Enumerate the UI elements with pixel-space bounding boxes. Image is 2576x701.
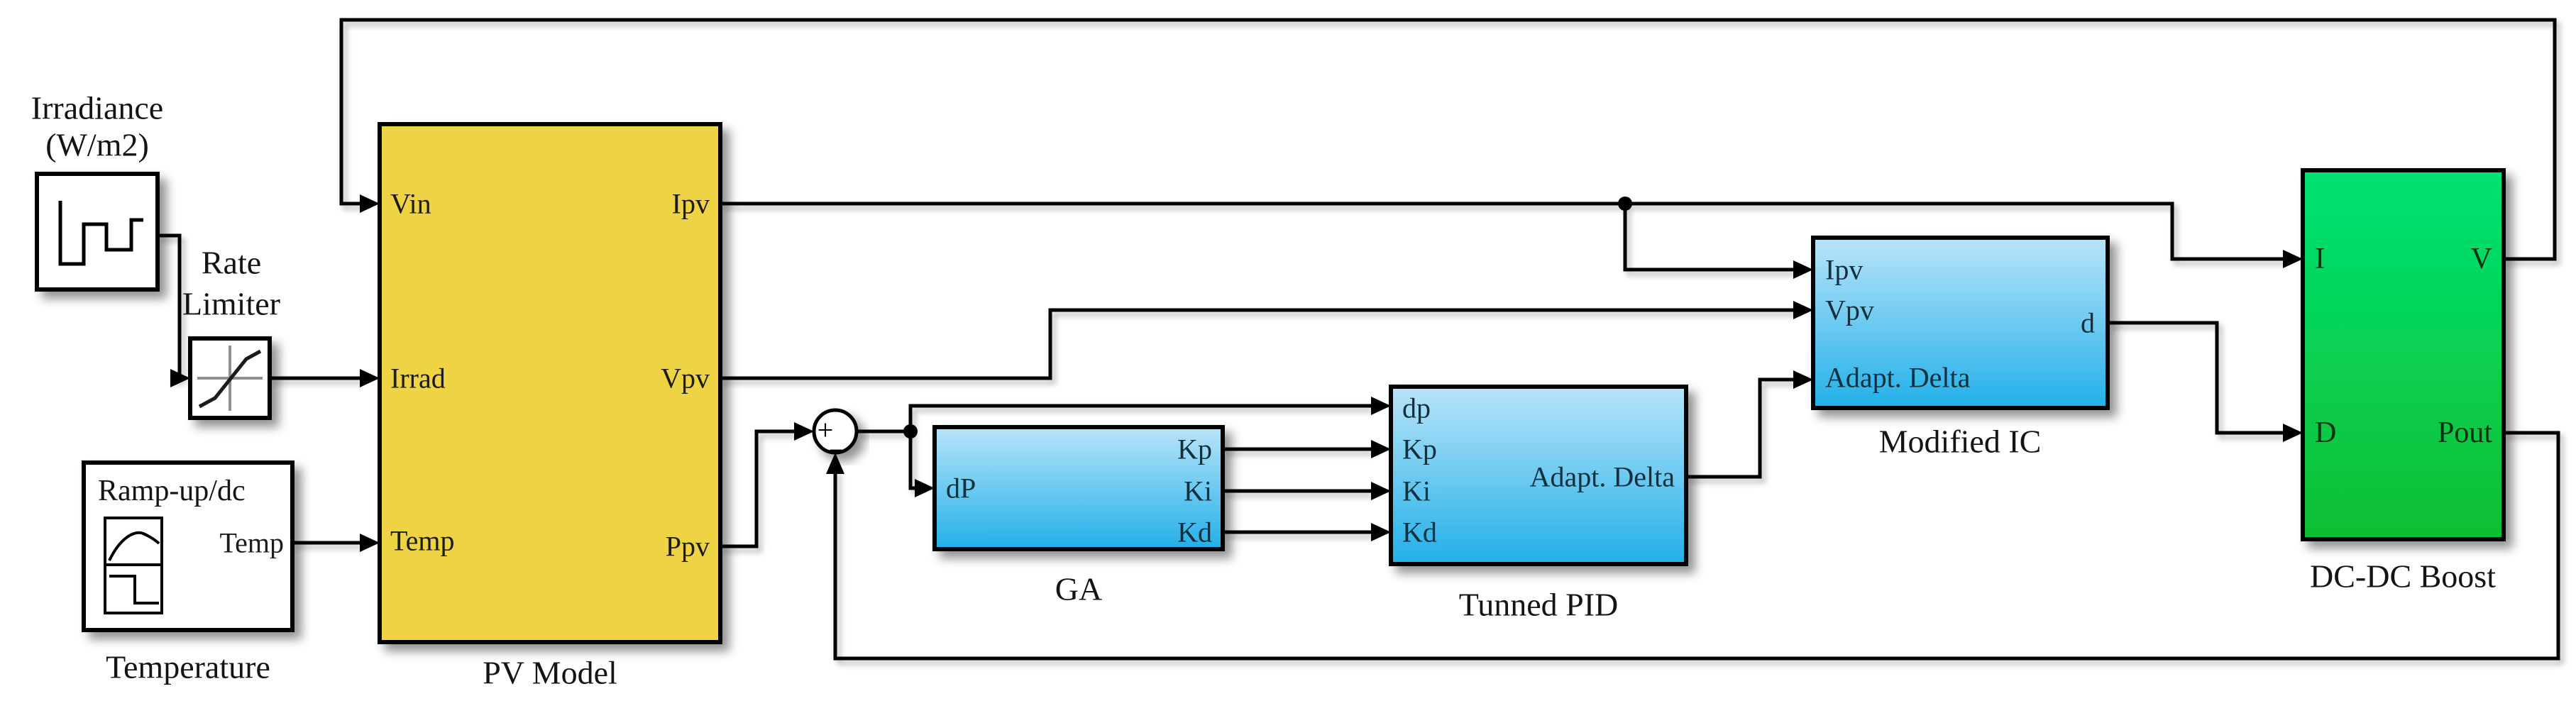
wire-pout-feedback-to-sum[interactable]: [833, 431, 2560, 661]
boost-port-pout: Pout: [2438, 416, 2492, 449]
temperature-inner-label: Ramp-up/dc: [98, 475, 246, 507]
wire-adapt-delta-to-modified-ic[interactable]: [1686, 377, 1793, 479]
pv-port-temp: Temp: [390, 525, 455, 557]
junction-dot-ipv: [1618, 197, 1632, 211]
pid-port-adapt-delta: Adapt. Delta: [1530, 461, 1675, 493]
arrowhead-pid-kd-in: [1371, 523, 1391, 541]
ga-port-ki: Ki: [1184, 475, 1212, 507]
irradiance-label-line1: Irradiance: [31, 90, 163, 126]
sum-minus-sign: -: [828, 422, 843, 473]
pulse-waveform-icon: [58, 201, 143, 266]
arrowhead-pv-vin-in: [360, 194, 380, 213]
pid-port-kd: Kd: [1402, 517, 1437, 548]
block-rate-limiter[interactable]: [188, 336, 272, 420]
modified-ic-title: Modified IC: [1879, 424, 2042, 460]
pid-port-dp: dp: [1402, 392, 1431, 424]
irradiance-label-line2: (W/m2): [45, 127, 149, 163]
ga-port-dp: dP: [946, 473, 976, 504]
pv-port-irrad: Irrad: [390, 363, 446, 394]
arrowhead-modified-ic-vpv-in: [1793, 301, 1813, 319]
ga-port-kp: Kp: [1177, 434, 1212, 465]
arrowhead-pid-dp-in: [1371, 397, 1391, 415]
arrowhead-pv-irrad-in: [360, 369, 380, 387]
pid-port-kp: Kp: [1402, 434, 1437, 465]
wire-ipv-branch-to-modified-ic[interactable]: [1623, 204, 1793, 272]
arrowhead-sum-left-in: [794, 422, 814, 441]
block-pv-model[interactable]: [378, 122, 722, 644]
pv-model-title: PV Model: [483, 655, 617, 691]
block-tunned-pid[interactable]: [1389, 385, 1688, 566]
arrowhead-modified-ic-ipv-in: [1793, 260, 1813, 279]
wire-d-to-boost[interactable]: [2108, 321, 2283, 435]
arrowhead-modified-ic-adapt-in: [1793, 370, 1813, 389]
arrowhead-pid-kp-in: [1371, 440, 1391, 458]
arrowhead-ga-dp-in: [915, 479, 935, 497]
block-irradiance-source[interactable]: [35, 172, 160, 292]
mic-port-ipv: Ipv: [1825, 254, 1863, 286]
boost-port-d: D: [2315, 416, 2336, 449]
rate-limiter-label-line1: Rate: [202, 245, 261, 281]
block-temperature-source[interactable]: [82, 460, 295, 632]
wire-v-feedback-to-vin[interactable]: [339, 18, 2557, 261]
wire-sum-to-pid-dp[interactable]: [908, 404, 1371, 431]
junction-dot-sum-out: [903, 424, 918, 438]
block-ga[interactable]: [932, 425, 1225, 551]
wire-vpv-to-modified-ic[interactable]: [720, 308, 1793, 380]
mic-port-vpv: Vpv: [1825, 294, 1874, 326]
arrowhead-pv-temp-in: [360, 534, 380, 552]
dcdc-boost-title: DC-DC Boost: [2310, 558, 2496, 595]
pid-port-ki: Ki: [1402, 475, 1431, 507]
ramp-waveform-icon: [104, 517, 163, 614]
pv-port-ipv: Ipv: [672, 188, 710, 220]
ga-port-kd: Kd: [1177, 517, 1212, 548]
arrowhead-pid-ki-in: [1371, 482, 1391, 500]
wire-irradiance-to-ratelimiter[interactable]: [158, 233, 182, 380]
arrowhead-boost-d-in: [2283, 424, 2303, 442]
tunned-pid-title: Tunned PID: [1459, 587, 1619, 623]
boost-port-v: V: [2471, 243, 2492, 275]
block-dcdc-boost[interactable]: [2301, 168, 2506, 541]
temperature-port-temp: Temp: [219, 527, 284, 559]
pv-port-vin: Vin: [390, 188, 431, 220]
arrowhead-boost-i-in: [2283, 250, 2303, 268]
pv-port-ppv: Ppv: [666, 531, 710, 563]
mic-port-adapt-delta: Adapt. Delta: [1825, 362, 1971, 394]
wire-ipv-main[interactable]: [720, 202, 2283, 261]
arrowhead-sum-bottom-in: [826, 453, 844, 474]
pv-port-vpv: Vpv: [661, 363, 710, 394]
ga-title: GA: [1055, 571, 1102, 607]
rate-limiter-icon: [197, 346, 263, 411]
mic-port-d: d: [2081, 307, 2095, 339]
boost-port-i: I: [2315, 243, 2325, 275]
sum-junction[interactable]: [812, 408, 859, 455]
block-modified-ic[interactable]: [1811, 236, 2110, 410]
wire-sum-to-ga-dp[interactable]: [908, 431, 915, 490]
arrowhead-ratelimiter-in: [170, 369, 190, 387]
temperature-title: Temperature: [106, 649, 270, 685]
wire-ppv-to-sum[interactable]: [720, 429, 794, 548]
sum-plus-sign: +: [818, 414, 834, 446]
rate-limiter-label-line2: Limiter: [182, 286, 280, 322]
